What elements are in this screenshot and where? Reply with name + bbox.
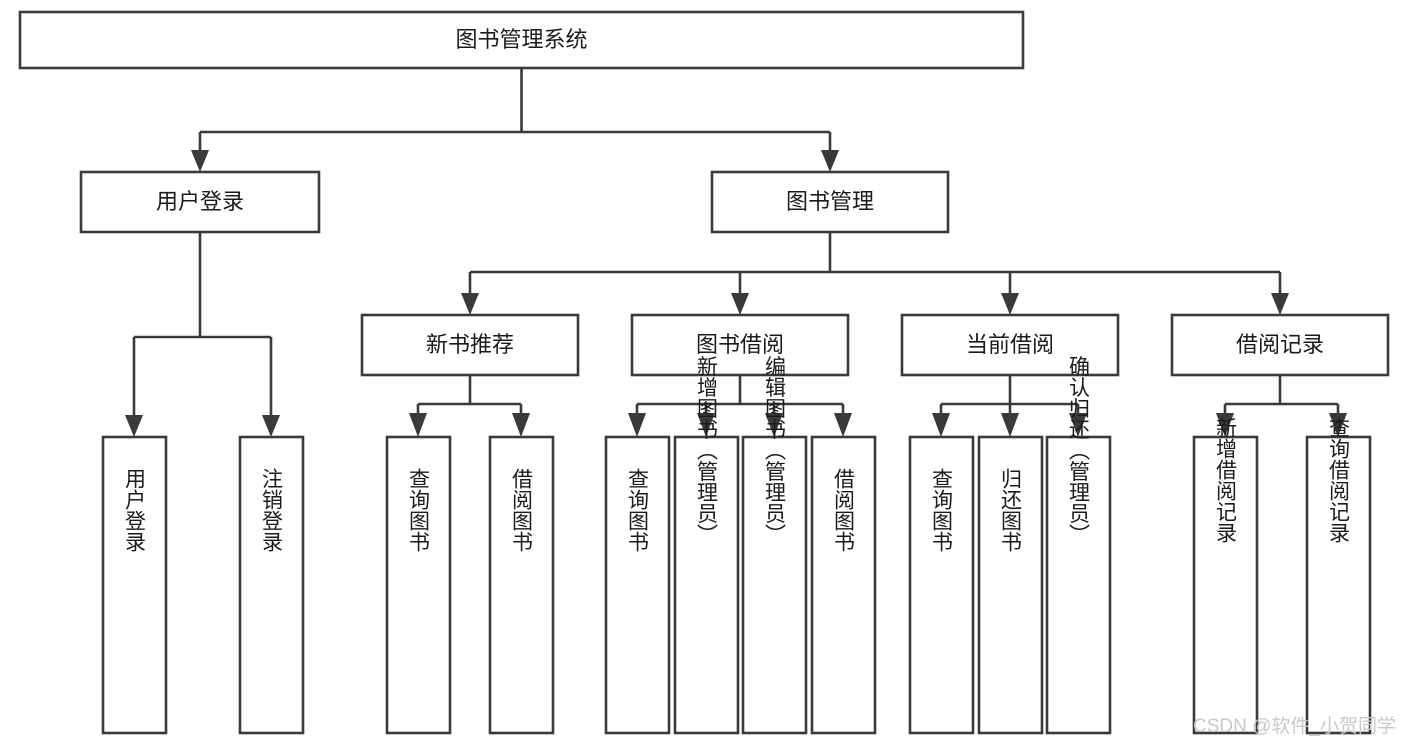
node-book-borrow[interactable]: 图书借阅 [630,313,850,377]
leaf-box-logout[interactable] [238,435,305,735]
leaf-box-current-return-book[interactable] [977,435,1044,735]
arrow-head-book-mgmt [821,150,839,172]
leaf-label-current-query-book: 查询图书 [930,468,954,552]
arrow-head-current-leaf-1 [932,413,950,437]
leaf-label-user-login: 用户登录 [123,468,147,552]
arrow-head-book-borrow [731,293,749,315]
leaf-box-borrow-query-book[interactable] [604,435,671,735]
arrow-head-current-borrow [1001,293,1019,315]
leaf-box-recommend-query-book[interactable] [385,435,452,735]
leaf-node-record-add[interactable]: 新增借阅记录 [1192,417,1259,735]
arrow-head-borrow-leaf-2 [697,413,715,437]
leaf-box-borrow-borrow-book[interactable] [810,435,877,735]
node-new-book-recommend[interactable]: 新书推荐 [360,313,580,377]
leaf-label-record-query: 查询借阅记录 [1327,417,1351,543]
node-box-current-borrow[interactable] [900,313,1120,377]
node-label-book-management: 图书管理 [786,189,874,214]
node-label-borrow-record: 借阅记录 [1236,332,1324,357]
leaf-box-borrow-edit-book[interactable] [741,435,808,735]
arrow-head-leaf-logout [262,415,280,437]
connector-layer [125,68,1347,437]
node-box-book-management[interactable] [710,170,950,234]
leaf-node-current-return-book[interactable]: 归还图书 [977,435,1044,735]
leaf-box-user-login[interactable] [101,435,168,735]
arrow-head-record-leaf-2 [1329,413,1347,437]
leaf-node-current-confirm-return[interactable]: 确认归还（管理员） [1045,356,1112,735]
leaf-node-current-query-book[interactable]: 查询图书 [908,435,975,735]
leaf-node-recommend-query-book[interactable]: 查询图书 [385,435,452,735]
leaf-node-logout[interactable]: 注销登录 [238,435,305,735]
leaf-box-record-add[interactable] [1192,435,1259,735]
leaf-box-borrow-add-book[interactable] [673,435,740,735]
arrow-head-borrow-record [1271,293,1289,315]
node-label-current-borrow: 当前借阅 [966,332,1054,357]
leaf-label-borrow-borrow-book: 借阅图书 [832,468,856,552]
leaf-node-borrow-query-book[interactable]: 查询图书 [604,435,671,735]
arrow-head-record-leaf-1 [1216,413,1234,437]
arrow-head-borrow-leaf-4 [834,413,852,437]
leaf-node-record-query[interactable]: 查询借阅记录 [1305,417,1372,735]
node-book-management[interactable]: 图书管理 [710,170,950,234]
leaf-box-current-confirm-return[interactable] [1045,435,1112,735]
leaf-node-borrow-borrow-book[interactable]: 借阅图书 [810,435,877,735]
leaf-box-current-query-book[interactable] [908,435,975,735]
arrow-head-borrow-leaf-1 [628,413,646,437]
arrow-head-current-leaf-3 [1069,413,1087,437]
node-box-book-borrow[interactable] [630,313,850,377]
leaf-node-borrow-edit-book[interactable]: 编辑图书（管理员） [741,356,808,735]
leaf-node-borrow-add-book[interactable]: 新增图书（管理员） [673,356,740,735]
node-box-root[interactable] [18,10,1025,70]
node-user-login[interactable]: 用户登录 [79,170,321,234]
arrow-head-leaf-user-login [125,415,143,437]
arrow-head-current-leaf-2 [1001,413,1019,437]
leaf-label-recommend-query-book: 查询图书 [407,468,431,552]
leaf-box-record-query[interactable] [1305,435,1372,735]
leaf-label-borrow-edit-book: 编辑图书（管理员） [763,356,787,545]
arrow-head-recommend-leaf-2 [512,413,530,437]
leaf-label-borrow-add-book: 新增图书（管理员） [695,356,719,545]
arrow-head-recommend-leaf-1 [409,413,427,437]
leaf-label-logout: 注销登录 [260,468,284,552]
arrow-head-borrow-leaf-3 [765,413,783,437]
leaf-label-borrow-query-book: 查询图书 [626,468,650,552]
node-box-new-book-recommend[interactable] [360,313,580,377]
leaf-label-record-add: 新增借阅记录 [1214,417,1238,543]
leaf-label-recommend-borrow-book: 借阅图书 [510,468,534,552]
node-borrow-record[interactable]: 借阅记录 [1170,313,1390,377]
node-label-user-login: 用户登录 [156,189,244,214]
csdn-watermark: CSDN @软件_小贺同学 [1193,715,1396,737]
node-box-borrow-record[interactable] [1170,313,1390,377]
arrow-head-user-login [191,150,209,172]
node-current-borrow[interactable]: 当前借阅 [900,313,1120,377]
node-label-root: 图书管理系统 [455,27,587,52]
leaf-label-current-return-book: 归还图书 [999,468,1023,552]
leaf-label-current-confirm-return: 确认归还（管理员） [1067,356,1091,545]
leaf-node-user-login[interactable]: 用户登录 [101,435,168,735]
arrow-head-new-book-recommend [461,293,479,315]
leaf-box-recommend-borrow-book[interactable] [488,435,555,735]
leaf-node-recommend-borrow-book[interactable]: 借阅图书 [488,435,555,735]
node-root-book-management-system[interactable]: 图书管理系统 [18,10,1025,70]
node-label-book-borrow: 图书借阅 [696,332,784,357]
node-label-new-book-recommend: 新书推荐 [426,332,514,357]
node-box-user-login[interactable] [79,170,321,234]
